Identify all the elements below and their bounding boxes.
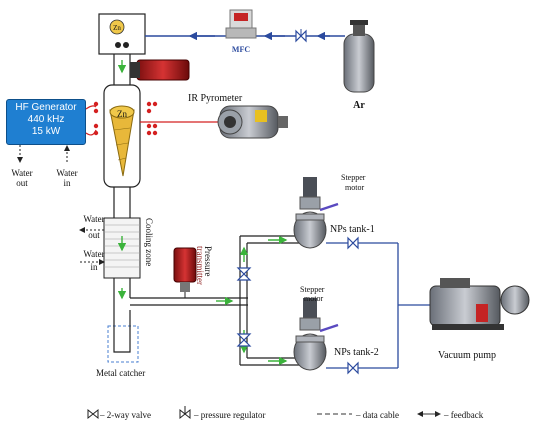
svg-text:Stepper: Stepper	[300, 285, 325, 294]
legend-feedback-text: – feedback	[443, 410, 484, 420]
ar-label: Ar	[353, 100, 365, 111]
svg-text:Water: Water	[83, 249, 104, 259]
nps-tank-1-device	[293, 177, 339, 249]
svg-text:out: out	[16, 178, 28, 188]
ir-pyrometer-label: IR Pyrometer	[188, 93, 243, 104]
hf-generator-power: 15 kW	[31, 126, 61, 137]
svg-text:in: in	[63, 178, 71, 188]
svg-text:in: in	[90, 262, 98, 272]
pump-lines	[326, 242, 430, 369]
manifold-valves	[236, 267, 252, 347]
hf-generator-title: HF Generator	[15, 102, 77, 113]
cooling-jacket	[79, 217, 141, 279]
svg-text:motor: motor	[345, 183, 364, 192]
water-in-cool-label: Water in	[83, 249, 104, 272]
nps-tank-2-label: NPs tank-2	[334, 347, 379, 358]
water-out-left-label: Water out	[11, 168, 32, 188]
legend-icons	[87, 406, 441, 420]
top-drive-motor	[130, 59, 190, 81]
pressure-label: Pressure	[203, 246, 213, 277]
flow-arrows-green	[117, 235, 288, 366]
metal-catcher-label: Metal catcher	[96, 368, 145, 378]
stepper-motor-1-label: Stepper motor	[341, 173, 366, 192]
top-zn-chamber	[98, 13, 146, 55]
hf-generator-box: HF Generator 440 kHz 15 kW	[6, 99, 86, 145]
ir-pyrometer-device	[217, 105, 288, 139]
zn-top-label: Zn	[113, 24, 121, 32]
argon-cylinder	[343, 20, 375, 93]
svg-text:motor: motor	[304, 294, 323, 303]
vacuum-piping	[130, 235, 300, 366]
hf-generator-frequency: 440 kHz	[27, 114, 65, 125]
legend-valve-text: – 2-way valve	[99, 410, 151, 420]
cooling-zone-label: Cooling zone	[144, 218, 154, 266]
svg-text:out: out	[88, 230, 100, 240]
svg-text:Water: Water	[56, 168, 77, 178]
transmitter-label: transmitter	[195, 246, 205, 285]
stepper-motor-2-label: Stepper motor	[300, 285, 325, 303]
hf-cable	[85, 105, 97, 136]
vacuum-pump-device	[429, 278, 530, 330]
svg-text:Stepper: Stepper	[341, 173, 366, 182]
mfc-label: MFC	[232, 45, 250, 54]
nps-tank-1-label: NPs tank-1	[330, 224, 375, 235]
legend-data-cable-text: – data cable	[355, 410, 399, 420]
water-out-cool-label: Water out	[83, 214, 104, 240]
metal-catcher	[107, 305, 139, 363]
pressure-transmitter-device	[173, 247, 197, 298]
gas-inlet-valve	[295, 29, 307, 43]
svg-text:Water: Water	[11, 168, 32, 178]
induction-coil	[93, 101, 158, 136]
legend-regulator-text: – pressure regulator	[193, 410, 265, 420]
hf-water-lines	[17, 145, 70, 163]
svg-text:Water: Water	[83, 214, 104, 224]
zn-crucible-label: Zn	[117, 109, 127, 119]
nps-tank-2-device	[293, 298, 339, 371]
pump-line-valves	[347, 236, 359, 375]
mfc-device	[225, 9, 257, 39]
water-in-left-label: Water in	[56, 168, 77, 188]
vacuum-pump-label: Vacuum pump	[438, 350, 496, 361]
zn-crucible	[109, 105, 135, 177]
